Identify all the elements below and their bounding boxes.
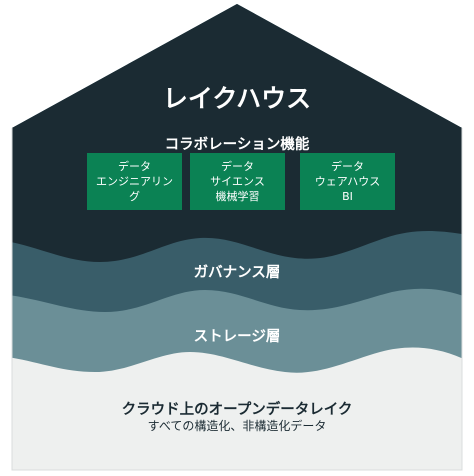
box-line: グ: [129, 190, 140, 203]
box-line: エンジニアリン: [96, 175, 173, 188]
data-lake-subtitle: すべての構造化、非構造化データ: [147, 419, 327, 433]
box-line: ウェアハウス: [314, 175, 381, 188]
box-line: データ: [118, 160, 151, 173]
data-engineering-box: データ エンジニアリン グ: [87, 153, 182, 210]
house-outline: [11, 128, 463, 471]
lakehouse-title: レイクハウス: [162, 84, 312, 113]
box-line: 機械学習: [215, 190, 260, 203]
governance-label: ガバナンス層: [193, 265, 281, 281]
collaboration-label: コラボレーション機能: [164, 137, 310, 153]
data-warehouse-box: データ ウェアハウス BI: [300, 153, 395, 210]
data-lake-title: クラウド上のオープンデータレイク: [121, 402, 353, 418]
box-line: データ: [331, 160, 364, 173]
box-line: BI: [342, 190, 353, 203]
data-science-box: データ サイエンス 機械学習: [190, 153, 285, 210]
storage-label: ストレージ層: [193, 329, 281, 345]
box-line: サイエンス: [210, 175, 265, 188]
box-line: データ: [221, 160, 254, 173]
